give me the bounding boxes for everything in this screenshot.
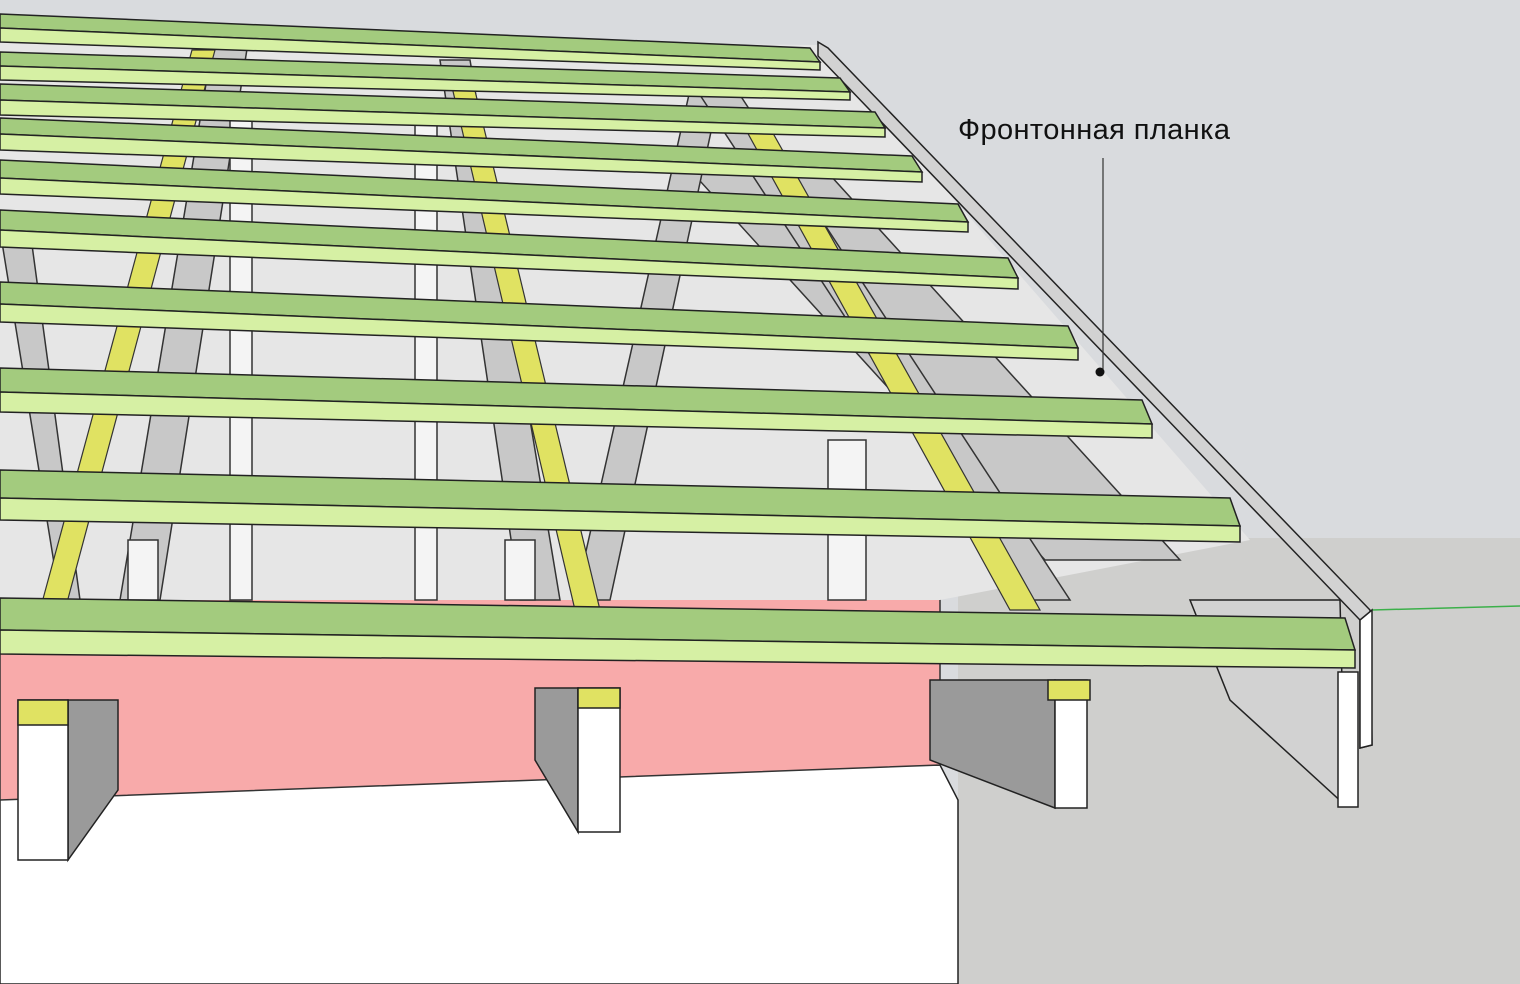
- batten-front-face: [0, 229, 1019, 290]
- callout-dot: [1095, 367, 1105, 377]
- batten-front-face: [0, 629, 1356, 669]
- batten-front-face: [0, 177, 969, 233]
- rafter-tail-face: [577, 687, 621, 833]
- battens: [0, 13, 1357, 669]
- rafter-tails: [17, 679, 1091, 863]
- gable-verge-board-face: [1359, 608, 1373, 749]
- stud: [127, 539, 159, 601]
- horizon-line: [1371, 605, 1520, 611]
- counter-batten-end: [17, 699, 69, 726]
- batten-front-face: [0, 133, 923, 183]
- batten-front-face: [0, 497, 1241, 543]
- counter-batten-end: [577, 687, 621, 709]
- counter-batten-end: [1047, 679, 1091, 701]
- rafter-tail-face: [17, 699, 69, 861]
- batten-front-face: [0, 391, 1153, 439]
- gable-board-end: [1337, 671, 1359, 808]
- stud: [504, 539, 536, 601]
- callout-label-gable-board: Фронтонная планка: [958, 114, 1231, 146]
- batten-front-face: [0, 27, 821, 71]
- batten-front-face: [0, 303, 1079, 361]
- house-wall: [0, 764, 959, 984]
- batten-front-face: [0, 65, 851, 101]
- batten-front-face: [0, 99, 886, 138]
